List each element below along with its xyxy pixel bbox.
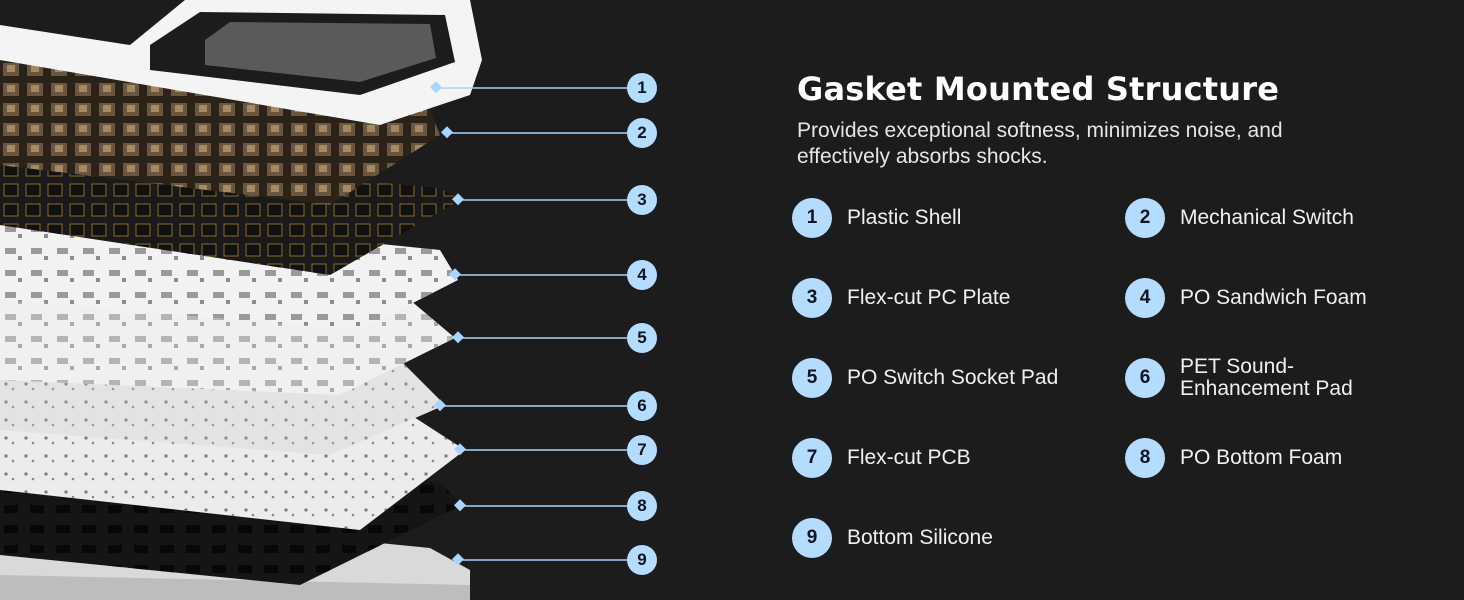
legend-label: Flex-cut PC Plate — [847, 286, 1011, 309]
switch-grid — [0, 55, 440, 205]
callout-badge-7: 7 — [627, 435, 657, 465]
callout-badge-2: 2 — [627, 118, 657, 148]
plastic-shell-opening — [150, 12, 455, 95]
callout-badge-4: 4 — [627, 260, 657, 290]
legend-number-badge: 9 — [792, 518, 832, 558]
legend-number-badge: 3 — [792, 278, 832, 318]
callout-badge-1: 1 — [627, 73, 657, 103]
legend-number-badge: 8 — [1125, 438, 1165, 478]
legend-number-badge: 1 — [792, 198, 832, 238]
callout-badge-6: 6 — [627, 391, 657, 421]
keyboard-exploded-illustration — [0, 0, 627, 600]
legend-label: PO Sandwich Foam — [1180, 286, 1367, 309]
legend-label: Plastic Shell — [847, 206, 962, 229]
legend-number-badge: 6 — [1125, 358, 1165, 398]
legend-label: Mechanical Switch — [1180, 206, 1354, 229]
plastic-shell-inner — [205, 22, 436, 82]
legend-label: PO Bottom Foam — [1180, 446, 1343, 469]
callout-badge-9: 9 — [627, 545, 657, 575]
legend-label: PET Sound- Enhancement Pad — [1180, 355, 1353, 400]
legend-number-badge: 7 — [792, 438, 832, 478]
page-title: Gasket Mounted Structure — [797, 70, 1280, 108]
callout-badge-8: 8 — [627, 491, 657, 521]
legend-number-badge: 4 — [1125, 278, 1165, 318]
callout-badge-5: 5 — [627, 323, 657, 353]
legend-label: Bottom Silicone — [847, 526, 993, 549]
legend-number-badge: 5 — [792, 358, 832, 398]
page-description: Provides exceptional softness, minimizes… — [797, 119, 1283, 168]
bottom-silicone-edge — [0, 575, 470, 600]
legend-label: Flex-cut PCB — [847, 446, 971, 469]
legend-label: PO Switch Socket Pad — [847, 366, 1059, 389]
leader-lines — [429, 81, 627, 566]
legend-number-badge: 2 — [1125, 198, 1165, 238]
callout-badge-3: 3 — [627, 185, 657, 215]
